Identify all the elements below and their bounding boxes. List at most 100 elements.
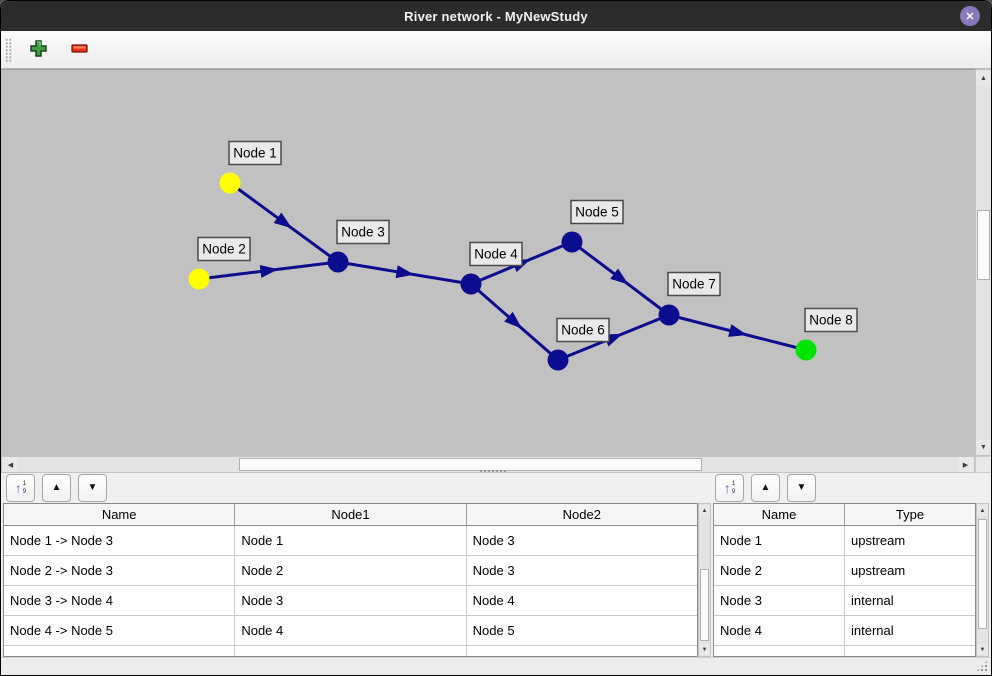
column-header[interactable]: Node1 bbox=[234, 504, 465, 525]
remove-node-button[interactable] bbox=[64, 35, 94, 65]
graph-node-upstream[interactable] bbox=[219, 172, 241, 194]
scroll-up-icon[interactable]: ▲ bbox=[976, 71, 991, 85]
table-cell: Node 3 bbox=[714, 586, 844, 616]
vertical-scroll-thumb[interactable] bbox=[700, 569, 709, 641]
table-cell: Node 3 bbox=[234, 586, 466, 616]
move-down-button[interactable]: ▼ bbox=[787, 473, 816, 502]
table-cell: Node 5 bbox=[465, 616, 697, 646]
table-header-row: Name Type bbox=[714, 504, 975, 526]
column-header[interactable]: Node2 bbox=[465, 504, 697, 525]
table-cell: Node 3 bbox=[465, 556, 697, 586]
scroll-down-icon[interactable]: ▼ bbox=[699, 644, 710, 655]
flow-arrow-icon bbox=[395, 265, 415, 279]
canvas-vertical-scrollbar[interactable]: ▲ ▼ bbox=[975, 69, 991, 456]
table-cell: Node 4 bbox=[714, 616, 844, 646]
node-label-box bbox=[804, 307, 858, 333]
plus-icon bbox=[29, 39, 48, 61]
scroll-left-icon[interactable]: ◀ bbox=[3, 457, 18, 472]
table-cell bbox=[234, 646, 465, 656]
graph-node-internal[interactable] bbox=[658, 304, 680, 326]
scroll-up-icon[interactable]: ▲ bbox=[699, 505, 710, 516]
horizontal-splitter-handle[interactable] bbox=[479, 469, 507, 473]
table-cell bbox=[714, 646, 844, 656]
column-header[interactable]: Name bbox=[101, 507, 137, 522]
table-cell: internal bbox=[844, 616, 975, 646]
scroll-up-icon[interactable]: ▲ bbox=[977, 505, 988, 516]
node-label: Node 1 bbox=[233, 146, 277, 161]
graph-node-internal[interactable] bbox=[561, 231, 583, 253]
table-row[interactable] bbox=[714, 646, 975, 656]
table-cell: Node 2 -> Node 3 bbox=[4, 556, 235, 586]
graph-node-downstream[interactable] bbox=[795, 339, 817, 361]
vertical-scroll-thumb[interactable] bbox=[977, 210, 990, 280]
titlebar: River network - MyNewStudy ✕ bbox=[1, 1, 991, 31]
status-bar bbox=[1, 657, 991, 675]
table-row[interactable] bbox=[4, 646, 697, 656]
graph-node-internal[interactable] bbox=[327, 251, 349, 273]
scroll-down-icon[interactable]: ▼ bbox=[976, 440, 991, 454]
main-toolbar bbox=[1, 31, 991, 69]
resize-grip-icon[interactable] bbox=[976, 660, 988, 672]
close-icon: ✕ bbox=[965, 10, 975, 23]
column-header[interactable]: Name bbox=[761, 507, 797, 522]
table-cell: Node 3 bbox=[465, 526, 697, 556]
node-label-box bbox=[556, 317, 610, 343]
toolbar-drag-handle[interactable] bbox=[5, 37, 12, 62]
horizontal-scroll-thumb[interactable] bbox=[239, 458, 702, 471]
graph-node-upstream[interactable] bbox=[188, 268, 210, 290]
node-label-box bbox=[469, 241, 523, 267]
graph-node-internal[interactable] bbox=[547, 349, 569, 371]
up-arrow-icon: ▲ bbox=[760, 481, 771, 493]
node-label-box bbox=[570, 199, 624, 225]
move-up-button[interactable]: ▲ bbox=[751, 473, 780, 502]
minus-icon bbox=[70, 39, 89, 61]
flow-arrow-icon bbox=[610, 268, 629, 285]
flow-arrow-icon bbox=[259, 265, 279, 278]
table-cell: Node 1 bbox=[714, 526, 844, 556]
vertical-scroll-thumb[interactable] bbox=[978, 519, 987, 629]
table-cell: Node 1 -> Node 3 bbox=[4, 526, 235, 556]
node-label: Node 5 bbox=[575, 205, 619, 220]
scrollbar-corner bbox=[975, 456, 991, 473]
node-label: Node 4 bbox=[474, 247, 518, 262]
flow-arrow-icon bbox=[728, 324, 748, 337]
node-label: Node 2 bbox=[202, 242, 246, 257]
close-button[interactable]: ✕ bbox=[960, 6, 980, 26]
graph-node-internal[interactable] bbox=[460, 273, 482, 295]
node-label: Node 3 bbox=[341, 225, 385, 240]
nodes-table-scrollbar[interactable]: ▲ ▼ bbox=[976, 503, 989, 657]
move-down-button[interactable]: ▼ bbox=[78, 473, 107, 502]
move-up-button[interactable]: ▲ bbox=[42, 473, 71, 502]
scroll-right-icon[interactable]: ▶ bbox=[958, 457, 973, 472]
scroll-down-icon[interactable]: ▼ bbox=[977, 644, 988, 655]
table-cell: internal bbox=[844, 586, 975, 616]
table-cell: upstream bbox=[844, 526, 975, 556]
column-header[interactable]: Type bbox=[844, 504, 975, 525]
table-cell: Node 3 -> Node 4 bbox=[4, 586, 235, 616]
down-arrow-icon: ▼ bbox=[796, 481, 807, 493]
edges-table-scrollbar[interactable]: ▲ ▼ bbox=[698, 503, 711, 657]
add-node-button[interactable] bbox=[23, 35, 53, 65]
table-cell: Node 4 -> Node 5 bbox=[4, 616, 235, 646]
node-label: Node 6 bbox=[561, 323, 605, 338]
table-cell: Node 4 bbox=[234, 616, 466, 646]
table-cell bbox=[465, 646, 697, 656]
